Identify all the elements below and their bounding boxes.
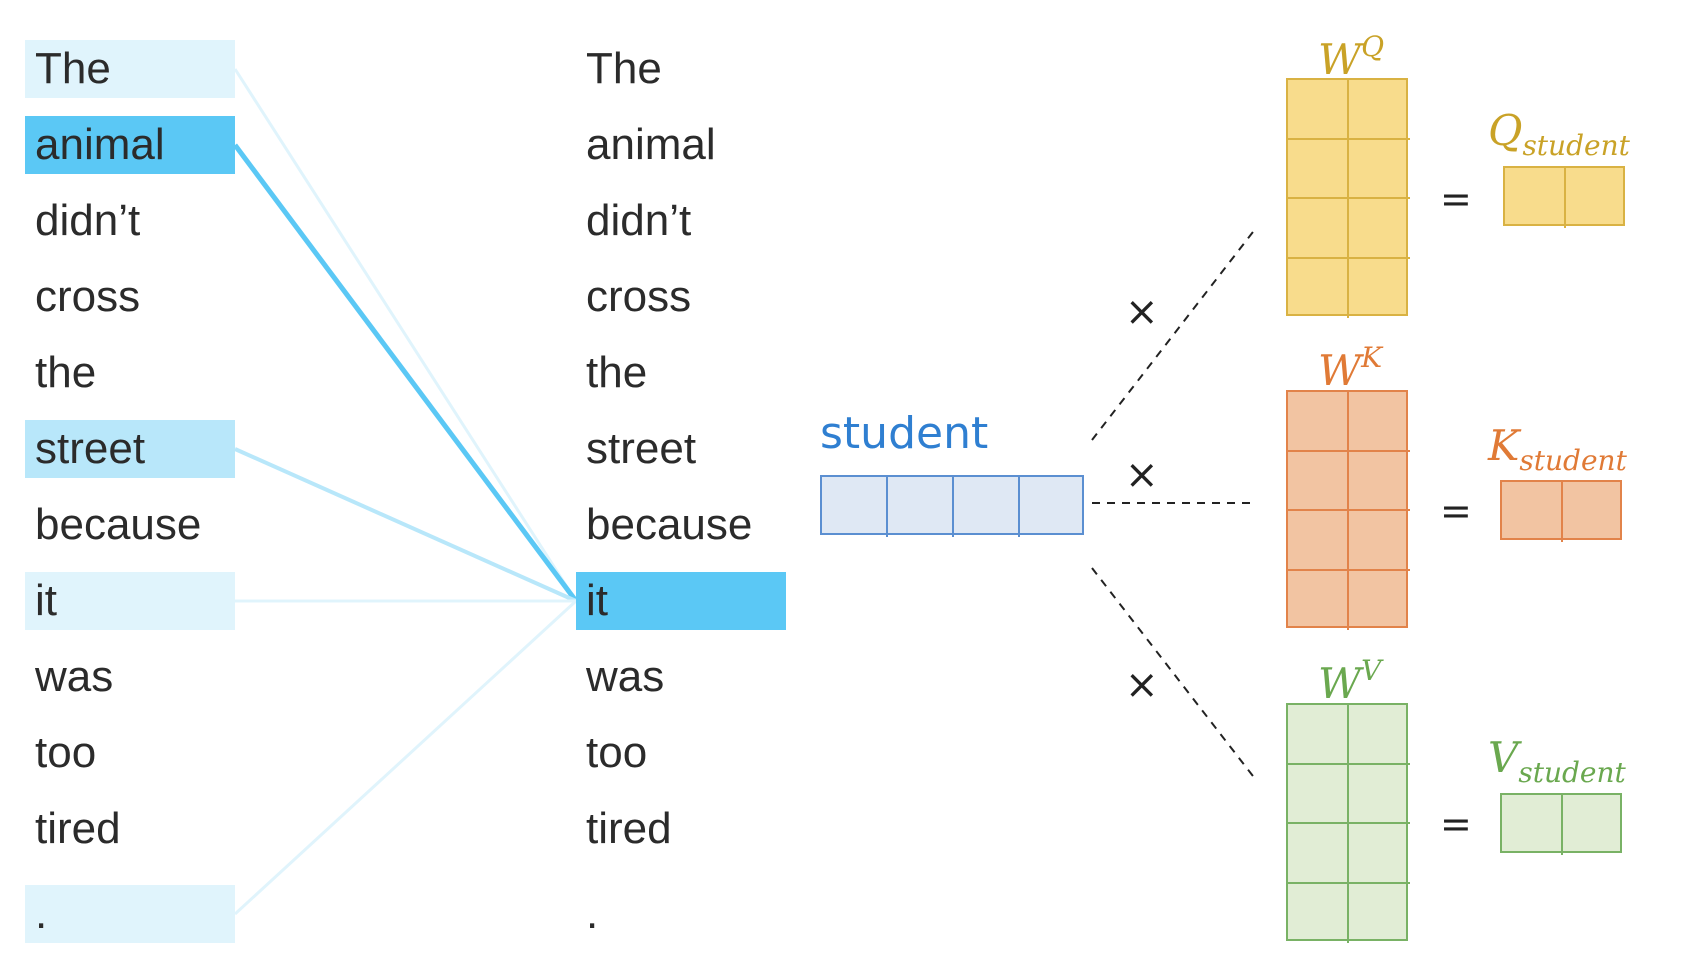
left-word-didnt: didn’t: [35, 196, 141, 245]
wk-base: W: [1318, 346, 1362, 395]
wq-base: W: [1318, 35, 1362, 84]
wq-matrix-cell: [1349, 140, 1410, 199]
k-student-vector-cell: [1502, 482, 1563, 542]
q-out-sub: student: [1522, 129, 1630, 162]
left-word-tired: tired: [35, 804, 121, 853]
wv-base: W: [1318, 659, 1362, 708]
right-word-the-2: the: [586, 348, 648, 397]
wv-matrix-cell: [1349, 824, 1410, 884]
wk-sup: K: [1361, 341, 1383, 374]
wq-matrix-cell: [1288, 80, 1349, 140]
v-out-base: V: [1488, 733, 1519, 782]
left-word-was: was: [35, 652, 114, 701]
wq-matrix-cell: [1288, 139, 1349, 199]
v-student-vector-cell: [1563, 795, 1624, 855]
left-word-because: because: [35, 500, 202, 549]
right-word-it: it: [576, 572, 786, 630]
k-out-base: K: [1488, 421, 1520, 470]
wv-matrix-cell: [1288, 705, 1349, 765]
wk-label: WK: [1318, 335, 1382, 394]
wv-matrix-cell: [1349, 705, 1410, 765]
v-student-vector-cell: [1502, 795, 1563, 855]
equals-sign-k: =: [1440, 489, 1472, 533]
k-student-vector: [1500, 480, 1624, 542]
right-word-period: .: [586, 889, 599, 938]
wk-matrix-cell: [1349, 392, 1410, 452]
wv-matrix-cell: [1288, 764, 1349, 824]
equals-sign-q: =: [1440, 177, 1472, 221]
equals-sign-v: =: [1440, 802, 1472, 846]
right-word-cross: cross: [586, 272, 692, 321]
wk-matrix-cell: [1349, 511, 1410, 571]
wk-matrix: [1286, 390, 1410, 631]
left-word-animal: animal: [25, 116, 235, 174]
wv-label: WV: [1318, 648, 1381, 707]
wv-matrix-cell: [1349, 765, 1410, 824]
wq-label: WQ: [1318, 24, 1384, 83]
attention-link-street: [234, 447, 577, 603]
k-out-sub: student: [1519, 444, 1627, 477]
right-word-the: The: [586, 44, 662, 93]
attention-link-the: [233, 68, 578, 602]
student-embedding-vector: [820, 475, 1086, 537]
v-student-label: Vstudent: [1488, 735, 1626, 796]
wq-matrix-cell: [1349, 259, 1410, 319]
attention-link-period: [233, 599, 578, 916]
q-out-base: Q: [1488, 106, 1523, 155]
v-student-vector: [1500, 793, 1624, 855]
dashed-line-to-wq: [1091, 227, 1257, 441]
q-student-vector-cell: [1505, 168, 1566, 228]
left-word-street: street: [25, 420, 235, 478]
left-word-it: it: [25, 572, 235, 630]
student-vector-cell: [1020, 477, 1086, 537]
wv-matrix: [1286, 703, 1410, 944]
right-word-tired: tired: [586, 804, 672, 853]
wk-matrix-cell: [1288, 511, 1349, 571]
student-vector-cell: [822, 477, 888, 537]
student-vector-cell: [954, 477, 1020, 537]
multiply-symbol-k: ×: [1125, 452, 1159, 498]
wv-matrix-cell: [1288, 883, 1349, 943]
v-out-sub: student: [1518, 756, 1626, 789]
wq-matrix-cell: [1349, 199, 1410, 259]
attention-link-animal: [232, 143, 579, 603]
wq-matrix-cell: [1349, 80, 1410, 140]
k-student-label: Kstudent: [1488, 423, 1627, 484]
wq-matrix-cell: [1288, 258, 1349, 318]
wk-matrix-cell: [1288, 451, 1349, 511]
k-student-vector-cell: [1563, 482, 1624, 542]
left-word-too: too: [35, 728, 97, 777]
right-word-because: because: [586, 500, 753, 549]
q-student-vector: [1503, 166, 1627, 228]
q-student-vector-cell: [1566, 168, 1627, 228]
wq-matrix: [1286, 78, 1410, 319]
student-vector-label: student: [820, 408, 989, 459]
q-student-label: Qstudent: [1488, 108, 1630, 169]
wk-matrix-cell: [1288, 392, 1349, 452]
student-vector-cell: [888, 477, 954, 537]
right-word-animal: animal: [586, 120, 716, 169]
right-word-too: too: [586, 728, 648, 777]
wk-matrix-cell: [1349, 452, 1410, 511]
multiply-symbol-q: ×: [1125, 289, 1159, 335]
left-word-period: .: [25, 885, 235, 943]
left-word-cross: cross: [35, 272, 141, 321]
right-word-didnt: didn’t: [586, 196, 692, 245]
wv-sup: V: [1361, 654, 1382, 687]
wv-matrix-cell: [1288, 824, 1349, 884]
right-word-was: was: [586, 652, 665, 701]
left-word-the-2: the: [35, 348, 97, 397]
left-word-the: The: [25, 40, 235, 98]
right-word-street: street: [586, 424, 697, 473]
wk-matrix-cell: [1349, 571, 1410, 631]
dashed-line-to-wv: [1091, 567, 1257, 781]
wq-sup: Q: [1361, 30, 1385, 63]
wk-matrix-cell: [1288, 570, 1349, 630]
wv-matrix-cell: [1349, 884, 1410, 944]
wq-matrix-cell: [1288, 199, 1349, 259]
multiply-symbol-v: ×: [1125, 662, 1159, 708]
